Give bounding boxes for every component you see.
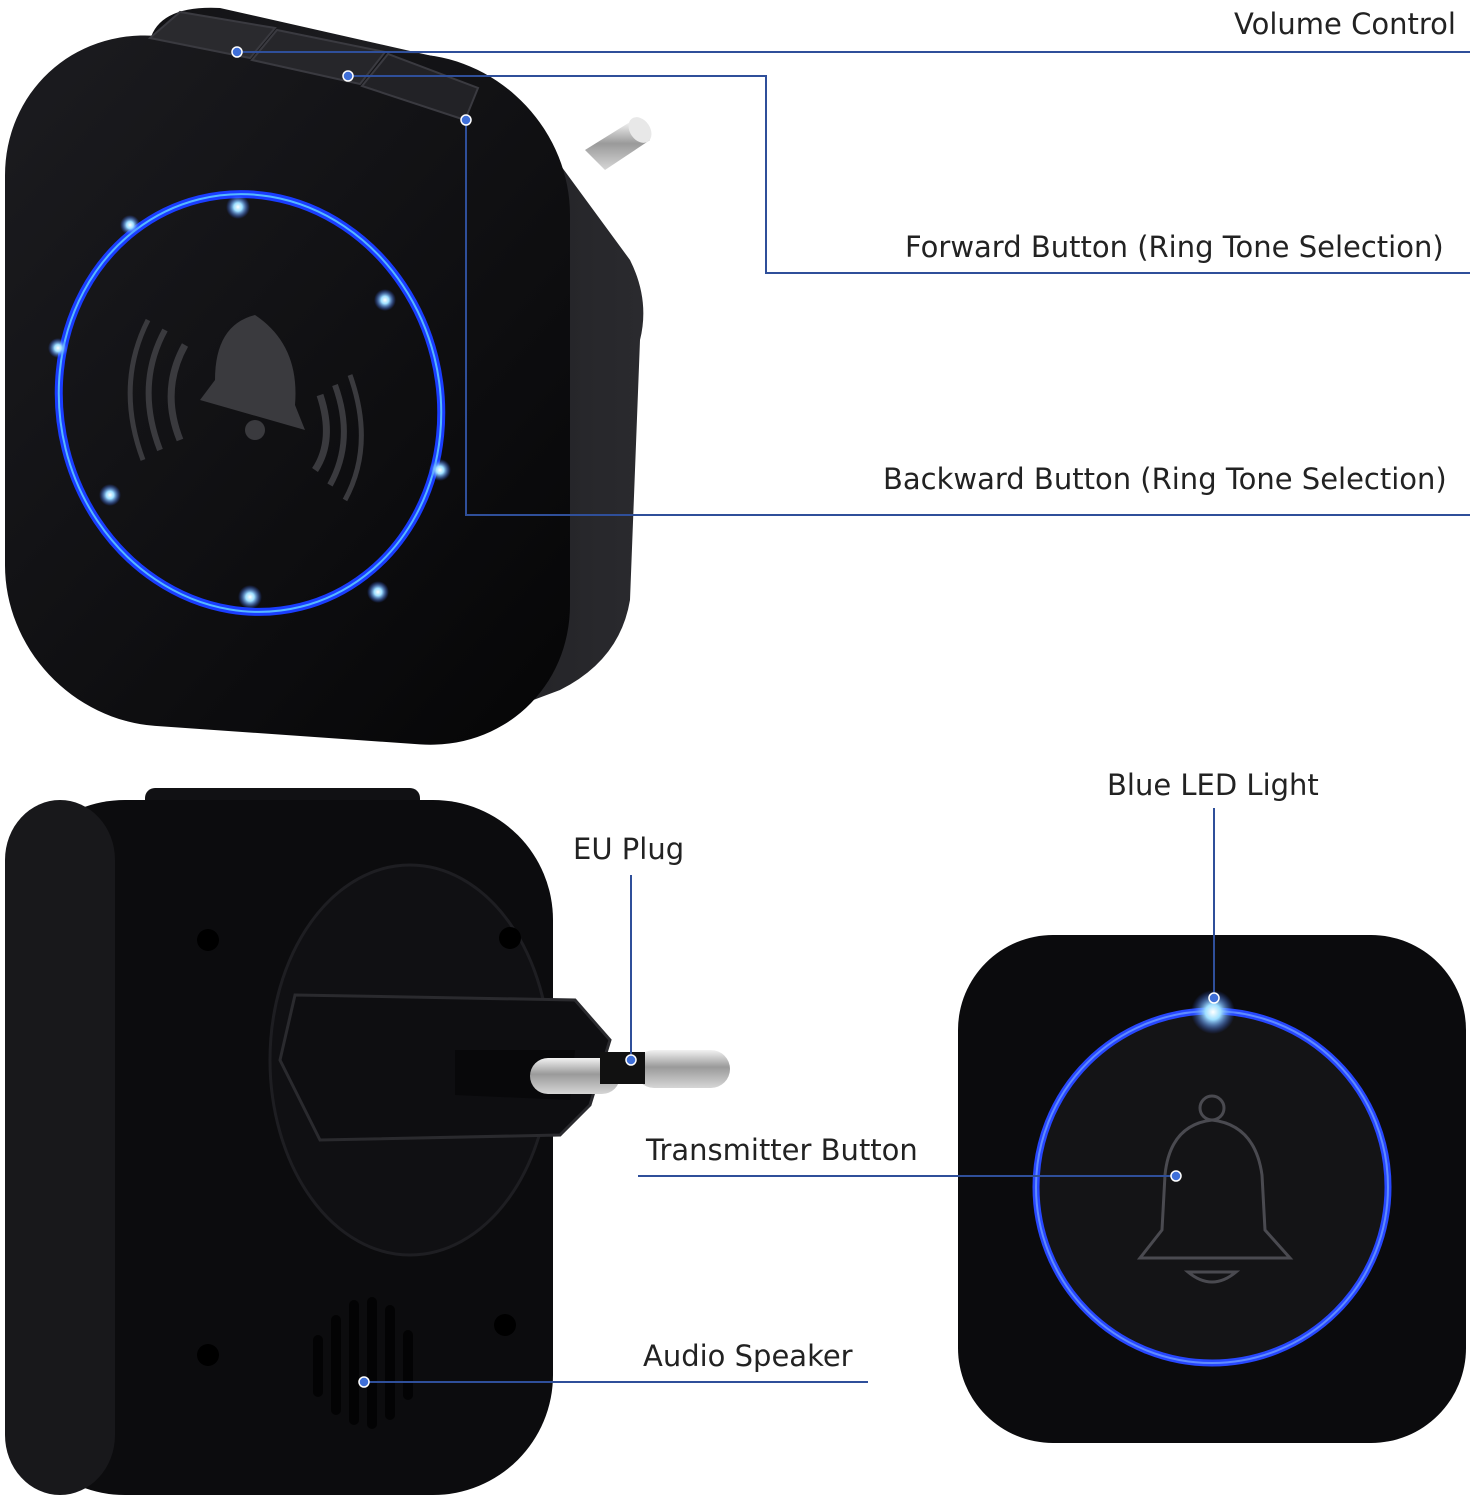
screw-hole [494,1314,516,1336]
receiver-led-ring [48,190,451,616]
leader-lines [237,51,1470,1383]
leader-backward-button [465,120,1470,516]
label-volume-control: Volume Control [1234,7,1456,41]
label-eu-plug: EU Plug [573,832,685,866]
label-audio-speaker: Audio Speaker [643,1339,853,1373]
leader-forward-button [348,75,1470,274]
speaker-grille [313,1297,413,1429]
screw-hole [197,929,219,951]
label-backward-button: Backward Button (Ring Tone Selection) [883,462,1447,496]
receiver-unit [5,7,652,745]
label-forward-button: Forward Button (Ring Tone Selection) [905,230,1444,264]
transmitter-led-ring [1032,1007,1392,1367]
receiver-top-buttons [147,10,480,122]
label-transmitter-button: Transmitter Button [646,1133,918,1167]
bell-outline-icon [1136,1094,1294,1284]
plug-pin [530,1058,620,1094]
receiver-plug-pin [585,117,652,170]
plug-pin [635,1050,730,1088]
transmitter-unit [958,935,1466,1443]
screw-hole [197,1344,219,1366]
screw-hole [499,927,521,949]
led-glow [1191,990,1235,1034]
eu-plug [278,993,730,1142]
volume-button[interactable] [147,10,277,60]
leader-dots [231,46,1220,1388]
backward-button[interactable] [360,52,480,122]
receiver-back-unit [5,788,730,1495]
bell-ringing-icon [127,315,364,502]
label-blue-led-light: Blue LED Light [1107,768,1319,802]
